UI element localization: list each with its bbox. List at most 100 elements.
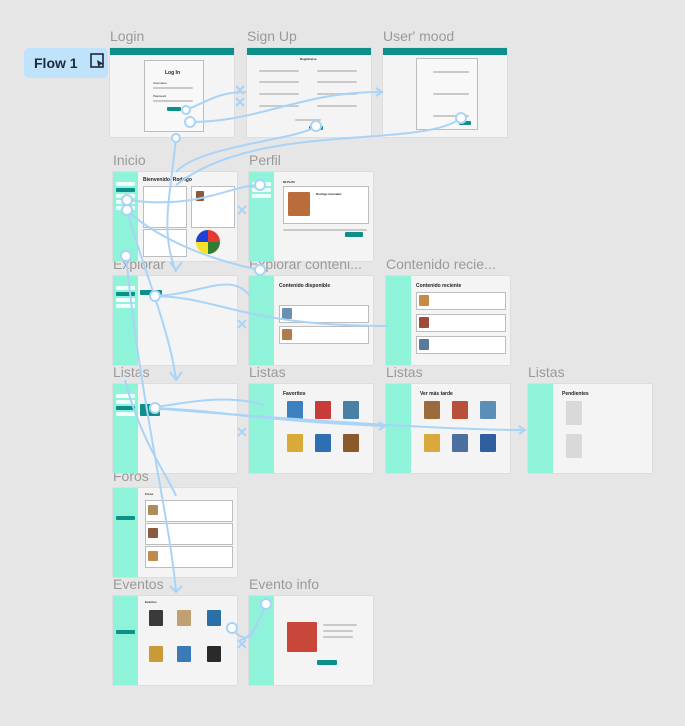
frame-listas-1[interactable] [113,384,237,473]
profile-divider [283,229,367,231]
frame-label-inicio[interactable]: Inicio [113,152,146,168]
frame-explorar-contenido[interactable]: Contenido disponible [249,276,373,365]
name-input[interactable] [259,70,299,72]
frame-label-perfil[interactable]: Perfil [249,152,281,168]
sidebar-item[interactable] [116,400,135,404]
sidebar-item-listas[interactable] [116,406,135,410]
frame-listas-favoritos[interactable]: Favoritos [249,384,373,473]
list-item-poster[interactable] [287,401,303,419]
email-input[interactable] [259,105,299,107]
list-item-poster[interactable] [480,434,496,452]
role-input[interactable] [317,93,357,95]
list-item-poster[interactable] [424,401,440,419]
frame-listas-pendientes[interactable]: Pendientes [528,384,652,473]
list-item-poster[interactable] [480,401,496,419]
list-item-poster[interactable] [452,434,468,452]
sidebar-item[interactable] [252,182,271,186]
sidebar-item[interactable] [252,188,271,192]
event-join-button[interactable] [317,660,337,665]
sidebar-item[interactable] [116,304,135,308]
password-input[interactable] [317,105,357,107]
event-poster[interactable] [207,646,221,662]
sidebar-item-eventos[interactable] [116,630,135,634]
sidebar-item[interactable] [252,194,271,198]
content-card[interactable] [416,314,506,332]
sidebar-item-foros[interactable] [116,516,135,520]
sidebar-item[interactable] [116,194,135,198]
list-item-poster[interactable] [343,434,359,452]
list-item-poster[interactable] [315,401,331,419]
list-item-poster[interactable] [315,434,331,452]
birthday-input[interactable] [317,81,357,83]
frame-explorar[interactable] [113,276,237,365]
list-item-poster[interactable] [343,401,359,419]
frame-perfil[interactable]: Mi Perfil Rodrigo Gonzalez [249,172,373,261]
sidebar-item[interactable] [116,182,135,186]
edit-profile-button[interactable] [345,232,363,237]
flow-start-badge[interactable]: Flow 1 [24,48,108,78]
frame-signup[interactable]: Registrarse [247,48,371,137]
list-item-placeholder[interactable] [566,401,582,425]
sidebar-item[interactable] [116,412,135,416]
content-heading: Contenido disponible [279,283,331,289]
frame-label-evento-info[interactable]: Evento info [249,576,320,592]
frame-evento-info[interactable] [249,596,373,685]
frame-contenido-reciente[interactable]: Contenido reciente [386,276,510,365]
content-card[interactable] [416,292,506,310]
interest-select[interactable] [295,119,321,121]
content-card[interactable] [279,305,369,323]
sidebar-item[interactable] [116,206,135,210]
frame-login[interactable]: Log In Username Password [110,48,234,137]
frame-label-listas-4[interactable]: Listas [528,364,565,380]
list-item-poster[interactable] [287,434,303,452]
forum-post[interactable] [145,546,233,568]
login-button[interactable] [167,107,181,111]
event-poster[interactable] [149,646,163,662]
sidebar-item[interactable] [116,200,135,204]
content-card[interactable] [416,336,506,354]
sidebar-item[interactable] [116,286,135,290]
mood-continue-button[interactable] [459,121,471,125]
frame-user-mood[interactable] [383,48,507,137]
frame-label-signup[interactable]: Sign Up [247,28,297,44]
forum-post[interactable] [145,500,233,522]
forum-post[interactable] [145,523,233,545]
sidebar-item-explorar[interactable] [116,292,135,296]
frame-eventos[interactable]: Eventos [113,596,237,685]
explorar-submenu[interactable] [140,290,162,295]
frame-label-listas-2[interactable]: Listas [249,364,286,380]
list-item-poster[interactable] [424,434,440,452]
sidebar-item[interactable] [116,394,135,398]
event-poster[interactable] [177,646,191,662]
mood-card [416,58,478,130]
event-poster[interactable] [177,610,191,626]
password-input[interactable] [153,100,193,102]
frame-inicio[interactable]: Bienvenido, Rodrigo [113,172,237,261]
lastname-input[interactable] [317,70,357,72]
sidebar-item[interactable] [116,298,135,302]
username-input[interactable] [259,81,299,83]
frame-label-login[interactable]: Login [110,28,145,44]
mood-select-2[interactable] [433,93,469,95]
frame-listas-ver-mas-tarde[interactable]: Ver más tarde [386,384,510,473]
frame-label-listas-1[interactable]: Listas [113,364,150,380]
frame-label-listas-3[interactable]: Listas [386,364,423,380]
event-poster[interactable] [207,610,221,626]
frame-foros[interactable]: Foros [113,488,237,577]
frame-label-contenido-reciente[interactable]: Contenido recie... [386,256,496,272]
list-item-placeholder[interactable] [566,434,582,458]
frame-label-user-mood[interactable]: User' mood [383,28,455,44]
mood-select-1[interactable] [433,71,469,73]
list-item-poster[interactable] [452,401,468,419]
sidebar-item-inicio[interactable] [116,188,135,192]
content-card[interactable] [279,326,369,344]
username-input[interactable] [153,87,193,89]
signup-button[interactable] [309,126,323,130]
event-poster[interactable] [149,610,163,626]
photo-input[interactable] [259,93,299,95]
mood-select-3[interactable] [433,115,469,117]
listas-submenu[interactable] [140,404,160,416]
content-thumbnail[interactable] [196,191,204,201]
frame-label-eventos[interactable]: Eventos [113,576,164,592]
play-frame-icon[interactable] [89,52,107,75]
